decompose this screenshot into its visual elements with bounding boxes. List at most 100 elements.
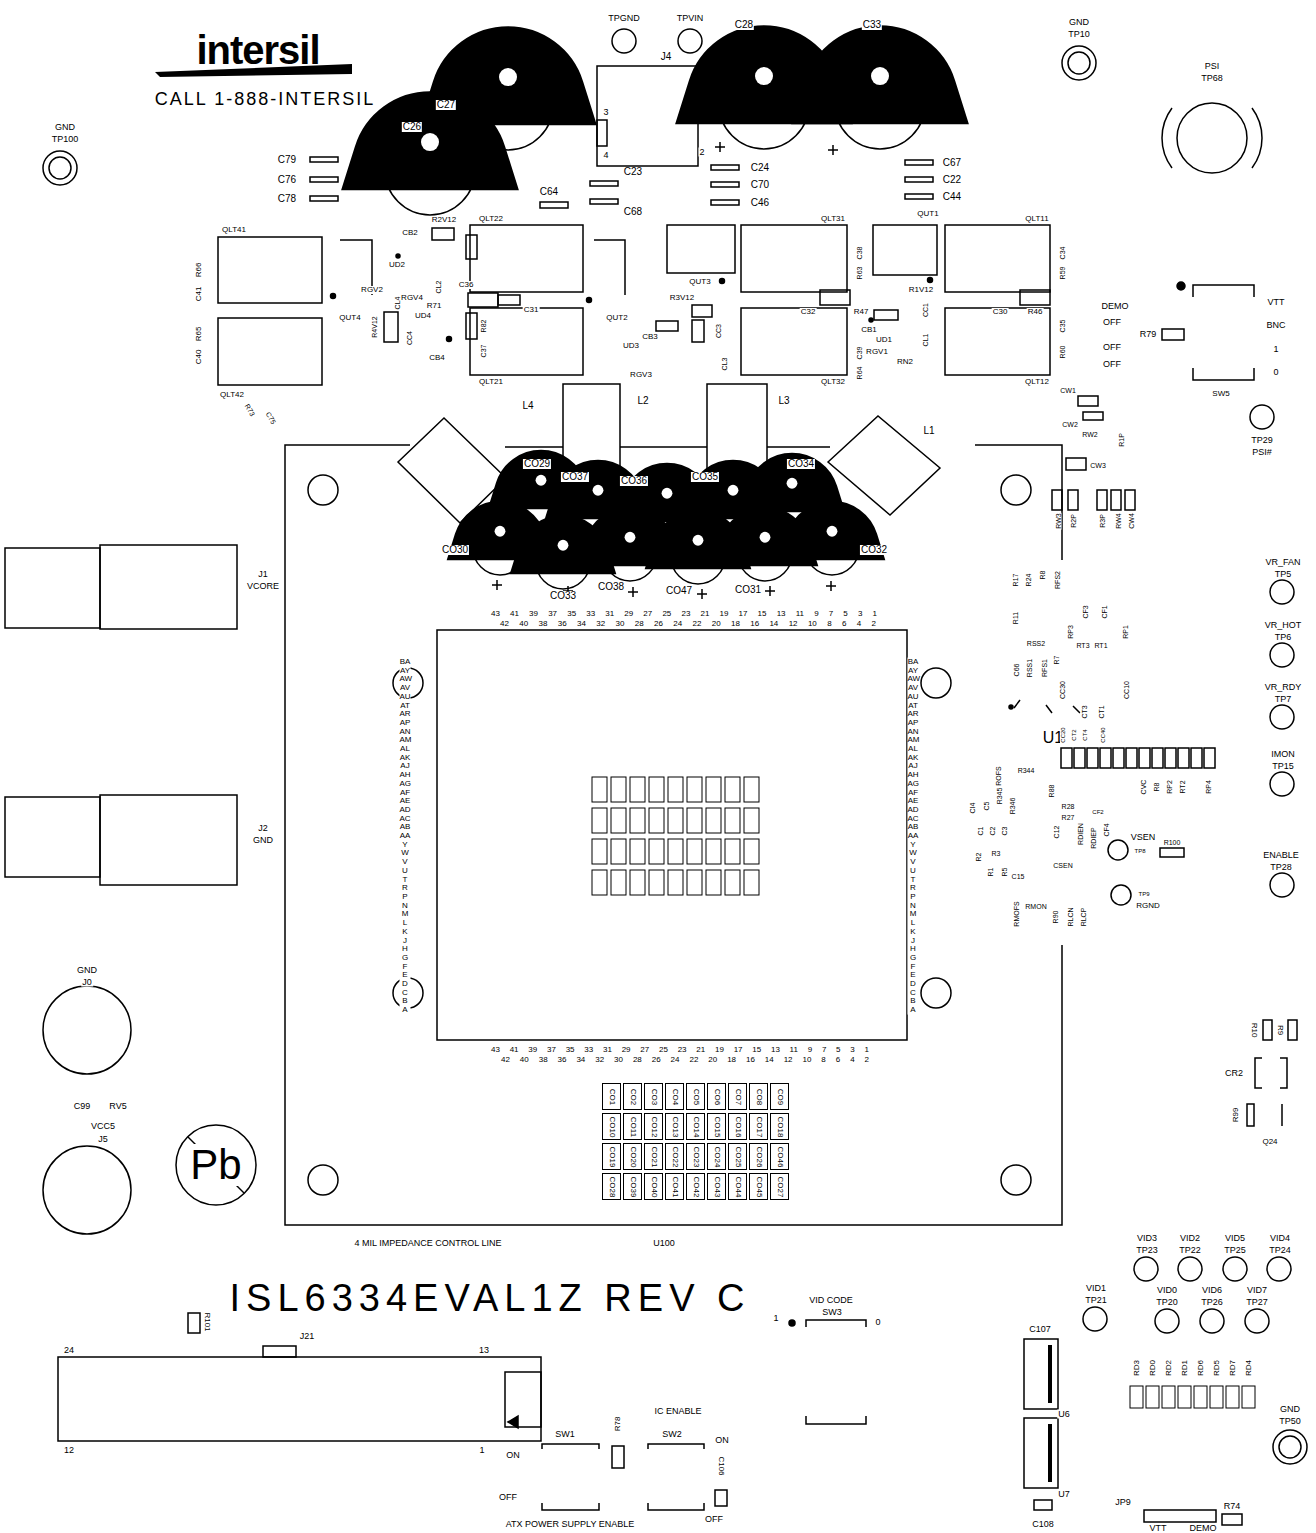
silk-label: CF4 xyxy=(1103,822,1110,837)
silk-label: 1 xyxy=(478,1446,485,1455)
capacitor-pad: CO4 xyxy=(665,1083,684,1110)
silk-circle xyxy=(1177,103,1247,173)
silk-circle xyxy=(1111,885,1131,905)
silk-rect xyxy=(466,313,477,339)
capacitor-pad: CO7 xyxy=(728,1083,747,1110)
silk-label: CO37 xyxy=(561,472,589,482)
silk-rect xyxy=(437,630,907,1040)
silk-rect xyxy=(692,305,712,317)
capacitor-pad: CO43 xyxy=(707,1173,726,1200)
silk-label: C44 xyxy=(942,192,962,202)
silk-label: CC40 xyxy=(1100,726,1106,743)
silk-label: CB3 xyxy=(641,333,659,341)
silk-rect xyxy=(470,308,583,375)
silk-rect xyxy=(466,235,477,259)
silk-label: RP4 xyxy=(1205,779,1212,795)
silk-circle xyxy=(928,278,933,283)
part-label: CO40 xyxy=(650,1176,658,1197)
silk-label: IC ENABLE xyxy=(653,1407,702,1416)
silk-label: R344 xyxy=(1017,767,1036,774)
silk-rect xyxy=(384,312,398,342)
silk-path xyxy=(505,446,830,448)
silk-label: R1V12 xyxy=(908,286,934,294)
silk-use xyxy=(1178,1386,1191,1408)
silk-label: RD3 xyxy=(1133,1359,1141,1377)
silk-label: C35 xyxy=(1059,319,1066,334)
silk-rect xyxy=(1061,748,1072,768)
silk-label: C75 xyxy=(264,410,277,426)
silk-label: VCORE xyxy=(246,582,280,591)
silk-rect xyxy=(1144,1510,1216,1522)
silk-circle xyxy=(331,294,336,299)
silk-use xyxy=(1242,1386,1255,1408)
silk-rect xyxy=(590,181,618,186)
silk-label: VID0 xyxy=(1156,1286,1178,1295)
silk-label: TP6 xyxy=(1274,633,1293,642)
silk-label: CC3 xyxy=(715,323,722,339)
silk-label: C15 xyxy=(1011,873,1026,880)
capacitor-pad: CO15 xyxy=(707,1113,726,1140)
capacitor-pad: CO20 xyxy=(623,1143,642,1170)
silk-label: BA AY AW AV AU AT AR AP AN AM AL AK AJ A… xyxy=(400,658,411,1015)
silk-label: C12 xyxy=(1053,825,1060,840)
silk-label: intersil xyxy=(195,30,320,70)
silk-circle xyxy=(921,668,951,698)
silk-label: CO31 xyxy=(734,585,762,595)
silk-label: C32 xyxy=(800,308,817,316)
silk-circle xyxy=(308,1165,338,1195)
silk-path xyxy=(480,142,838,183)
silk-label: UD2 xyxy=(388,261,406,269)
silk-rect xyxy=(1191,748,1202,768)
silk-circle xyxy=(176,1125,256,1205)
silk-label: RP1 xyxy=(1122,624,1129,640)
silk-label: C5 xyxy=(983,801,990,812)
silk-label: C106 xyxy=(717,1455,725,1476)
part-label: CO24 xyxy=(713,1146,721,1167)
silk-use xyxy=(1178,1257,1202,1281)
silk-label: QLT32 xyxy=(820,378,846,386)
silk-label: CT1 xyxy=(1098,704,1105,719)
silk-rect xyxy=(63,1112,100,1114)
silk-label: L2 xyxy=(636,396,649,406)
part-label: CO3 xyxy=(650,1088,658,1104)
silk-label: CSEN xyxy=(1052,862,1073,869)
silk-label: CVC xyxy=(1140,779,1147,796)
silk-rect xyxy=(1113,748,1124,768)
silk-label: R2P xyxy=(1070,513,1077,529)
silk-rect xyxy=(873,225,937,275)
silk-label: R28 xyxy=(1061,803,1076,810)
silk-rect xyxy=(310,196,338,201)
silk-label: C68 xyxy=(623,207,643,217)
silk-use xyxy=(1245,1309,1269,1333)
silk-circle xyxy=(587,298,592,303)
silk-label: C1 xyxy=(977,826,984,837)
capacitor-pad: CO6 xyxy=(707,1083,726,1110)
silk-rect xyxy=(1152,748,1163,768)
silk-use xyxy=(1134,1257,1158,1281)
silk-label: R7 xyxy=(1053,655,1060,666)
silk-use xyxy=(1062,46,1096,80)
silk-rect xyxy=(470,225,583,292)
silk-label: C36 xyxy=(458,281,475,289)
silk-label: ON xyxy=(714,1436,730,1445)
silk-label: 1 xyxy=(772,1314,779,1323)
silk-label: TP21 xyxy=(1084,1296,1108,1305)
silk-rect xyxy=(1165,748,1176,768)
silk-label: VTT xyxy=(1267,298,1286,307)
silk-label: QLT42 xyxy=(219,391,245,399)
silk-path xyxy=(188,1137,244,1193)
silk-label: GND xyxy=(1279,1405,1301,1414)
silk-label: RFS2 xyxy=(1054,570,1061,590)
silk-label: R11 xyxy=(1012,611,1019,625)
silk-label: CO32 xyxy=(860,545,888,555)
silk-label: CC1 xyxy=(922,302,929,318)
silk-label: TP15 xyxy=(1271,762,1295,771)
silk-label: RN2 xyxy=(896,358,914,366)
silk-label: C40 xyxy=(195,349,203,366)
capacitor-pad: CO1 xyxy=(602,1083,621,1110)
silk-circle xyxy=(308,475,338,505)
capacitor-pad: CO39 xyxy=(623,1173,642,1200)
silk-path xyxy=(542,1444,599,1510)
silk-label: C67 xyxy=(942,158,962,168)
capacitor-pad: CO5 xyxy=(686,1083,705,1110)
